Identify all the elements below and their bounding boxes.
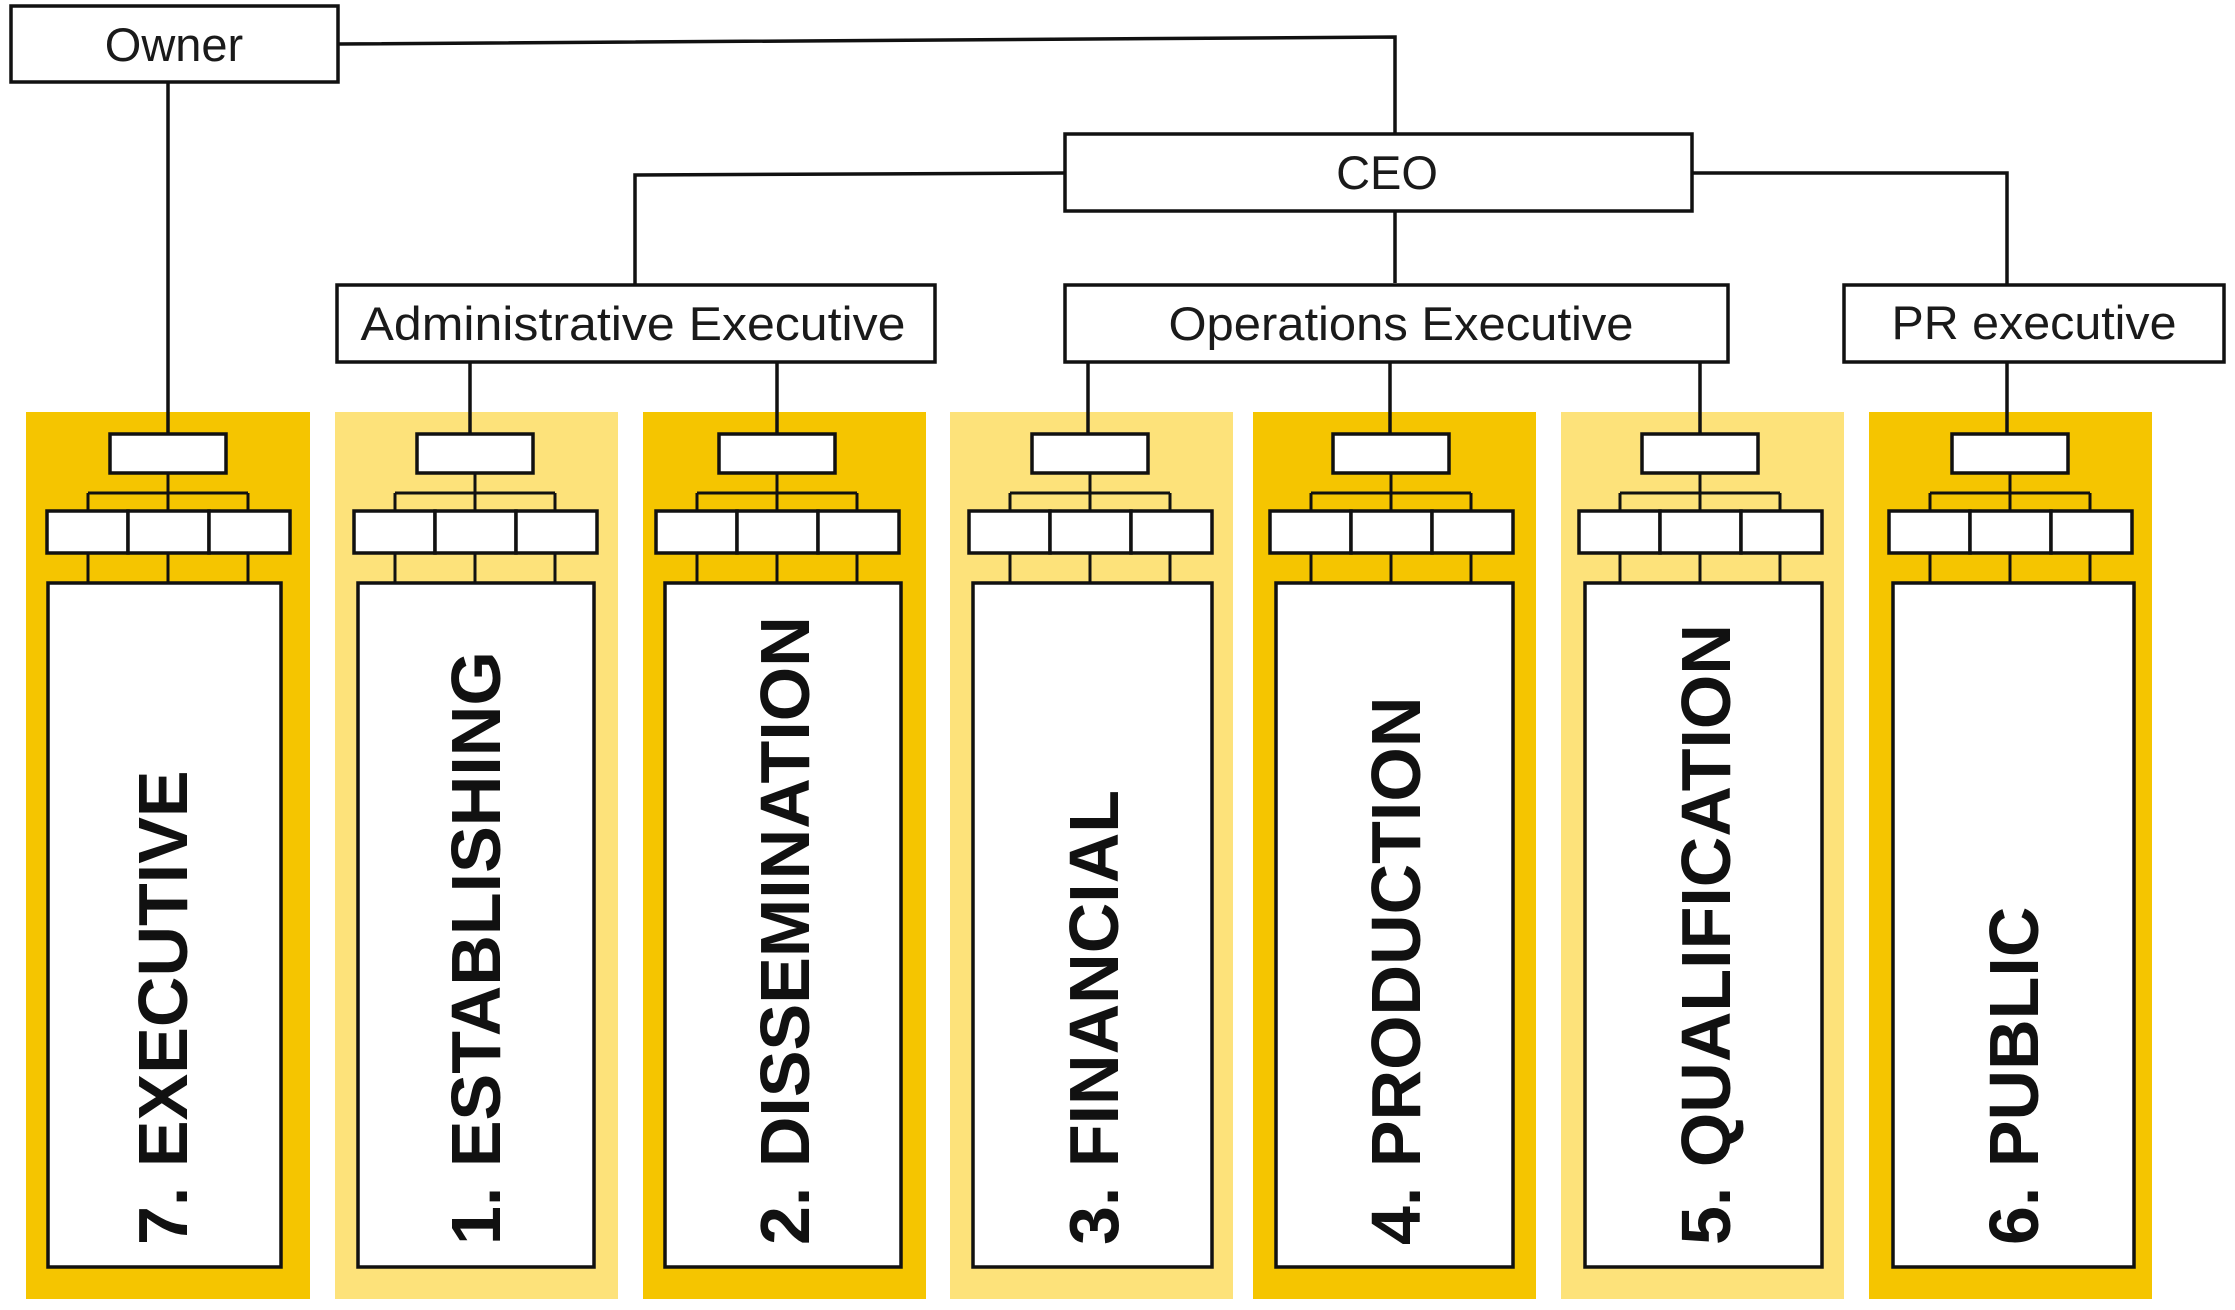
- division-establishing: 1. ESTABLISHING: [356, 581, 596, 1269]
- division-dissemination: 2. DISSEMINATION: [663, 581, 903, 1269]
- mini-tree-child-box-executive-2: [126, 509, 211, 555]
- pr-executive-label: PR executive: [1892, 296, 2177, 349]
- mini-tree-top-box-public: [1950, 432, 2070, 475]
- mini-tree-child-box-production-3: [1430, 509, 1515, 555]
- mini-tree-child-box-dissemination-1: [654, 509, 739, 555]
- division-public: 6. PUBLIC: [1891, 581, 2136, 1269]
- connector-ceo-pr: [1692, 171, 2009, 285]
- mini-tree-child-box-executive-1: [45, 509, 130, 555]
- division-executive: 7. EXECUTIVE: [46, 581, 283, 1269]
- mini-tree-child-box-establishing-2: [433, 509, 518, 555]
- mini-tree-child-box-financial-3: [1129, 509, 1214, 555]
- mini-tree-child-box-establishing-1: [352, 509, 437, 555]
- mini-tree-child-box-public-2: [1968, 509, 2053, 555]
- division-label-qualification: 5. QUALIFICATION: [1667, 624, 1745, 1245]
- division-financial: 3. FINANCIAL: [971, 581, 1214, 1269]
- mini-tree-child-box-production-2: [1349, 509, 1434, 555]
- connector-ceo-admin: [633, 171, 1066, 285]
- mini-tree-top-box-production: [1331, 432, 1451, 475]
- mini-tree-child-box-establishing-3: [514, 509, 599, 555]
- mini-tree-top-box-qualification: [1640, 432, 1760, 475]
- mini-tree-child-box-qualification-2: [1658, 509, 1743, 555]
- division-label-production: 4. PRODUCTION: [1357, 697, 1435, 1245]
- division-label-establishing: 1. ESTABLISHING: [437, 651, 515, 1245]
- admin-executive-label: Administrative Executive: [361, 297, 906, 350]
- mini-tree-child-box-financial-2: [1048, 509, 1133, 555]
- mini-tree-child-box-public-3: [2049, 509, 2134, 555]
- connector-lines: [166, 35, 2009, 434]
- operations-executive-node: Operations Executive: [1063, 283, 1730, 364]
- division-qualification: 5. QUALIFICATION: [1583, 581, 1824, 1269]
- mini-tree-top-box-dissemination: [717, 432, 837, 475]
- mini-tree-child-box-production-1: [1268, 509, 1353, 555]
- mini-tree-top-box-executive: [108, 432, 228, 475]
- division-label-dissemination: 2. DISSEMINATION: [746, 616, 824, 1245]
- division-boxes: 7. EXECUTIVE 1. ESTABLISHING 2. DISSEMIN…: [46, 581, 2136, 1269]
- role-boxes: Owner CEO Administrative Executive Opera…: [9, 4, 2226, 364]
- division-production: 4. PRODUCTION: [1274, 581, 1515, 1269]
- mini-tree-child-box-dissemination-2: [735, 509, 820, 555]
- mini-tree-top-box-financial: [1030, 432, 1150, 475]
- division-label-public: 6. PUBLIC: [1975, 907, 2053, 1245]
- mini-trees: [45, 432, 2134, 583]
- ceo-node: CEO: [1063, 132, 1694, 213]
- mini-tree-child-box-qualification-3: [1739, 509, 1824, 555]
- ceo-label: CEO: [1336, 146, 1438, 199]
- operations-executive-label: Operations Executive: [1169, 297, 1634, 350]
- admin-executive-node: Administrative Executive: [335, 283, 937, 364]
- owner-label: Owner: [105, 18, 243, 71]
- mini-tree-child-box-dissemination-3: [816, 509, 901, 555]
- mini-tree-top-box-establishing: [415, 432, 535, 475]
- mini-tree-child-box-public-1: [1887, 509, 1972, 555]
- mini-tree-child-box-executive-3: [207, 509, 292, 555]
- division-label-financial: 3. FINANCIAL: [1055, 790, 1133, 1245]
- pr-executive-node: PR executive: [1842, 283, 2226, 364]
- connector-owner-ceo: [337, 35, 1397, 134]
- division-label-executive: 7. EXECUTIVE: [124, 770, 202, 1245]
- mini-tree-child-box-qualification-1: [1577, 509, 1662, 555]
- mini-tree-child-box-financial-1: [967, 509, 1052, 555]
- owner-node: Owner: [9, 4, 340, 84]
